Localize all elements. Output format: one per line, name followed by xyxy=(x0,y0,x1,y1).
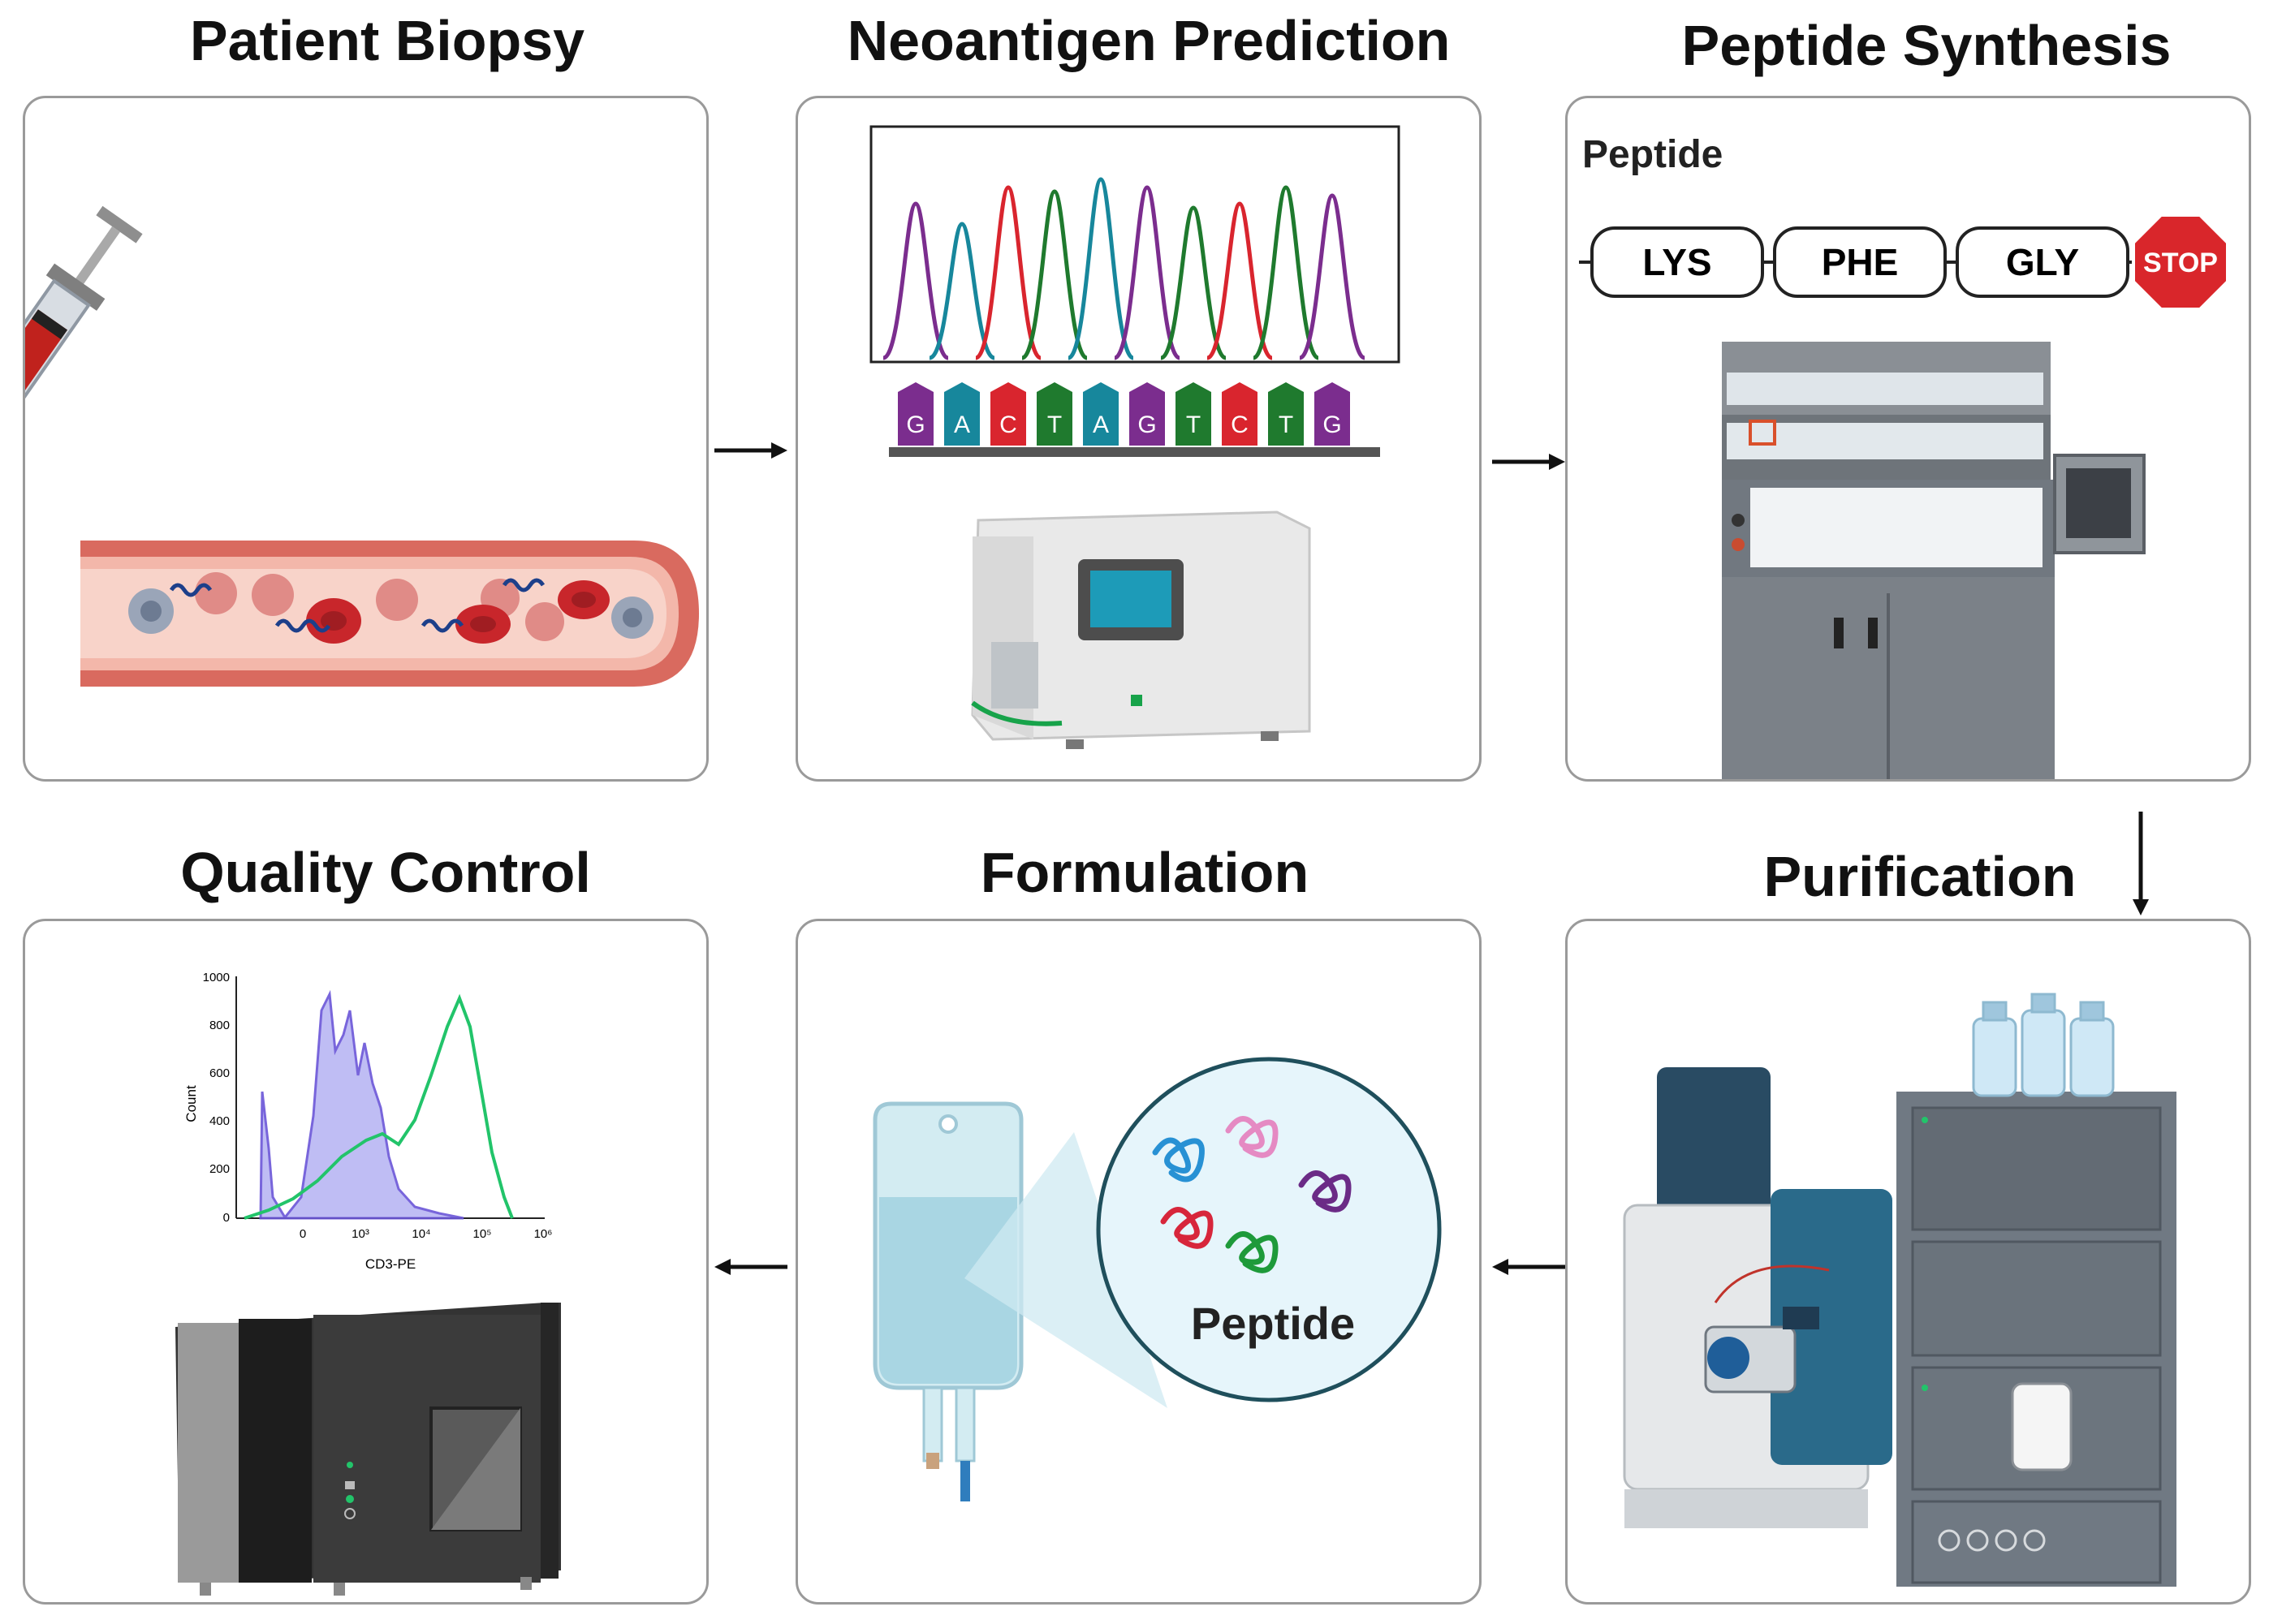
arrow-formulation-to-qc xyxy=(714,1259,787,1275)
base-letter: G xyxy=(1322,411,1341,438)
stop-label: STOP xyxy=(2143,248,2218,278)
base-letter: T xyxy=(1279,411,1293,438)
svg-text:0: 0 xyxy=(300,1227,306,1241)
base-letter: C xyxy=(999,411,1017,438)
chromatogram-peak xyxy=(1067,177,1135,360)
chromatogram-peak xyxy=(974,185,1042,360)
base-letter: G xyxy=(906,411,925,438)
svg-text:800: 800 xyxy=(209,1019,230,1032)
base-tag: T xyxy=(1037,382,1072,446)
step-title-purification: Purification xyxy=(1763,845,2077,908)
synthesis-illustration: LYS PHE GLY STOP xyxy=(1579,213,2229,779)
purification-illustration xyxy=(1623,993,2176,1587)
biopsy-illustration xyxy=(25,205,699,687)
chromatogram-peaks xyxy=(882,177,1366,360)
base-tag: T xyxy=(1175,382,1211,446)
iv-bag-icon xyxy=(873,1101,1024,1501)
chromatogram-peak xyxy=(882,201,950,360)
hplc-system-icon xyxy=(1896,1092,2176,1587)
base-letter: G xyxy=(1137,411,1156,438)
residue-phe: PHE xyxy=(1773,226,1947,298)
x-tick-labels: 0 10³ 10⁴ 10⁵ 10⁶ xyxy=(300,1227,553,1241)
base-tag: T xyxy=(1268,382,1304,446)
y-axis-label: Count xyxy=(183,1085,199,1122)
svg-text:10³: 10³ xyxy=(352,1227,369,1241)
x-axis-label: CD3-PE xyxy=(365,1256,416,1272)
panel-quality-control: 1000 800 600 400 200 0 0 10³ 10⁴ 10⁵ 10⁶… xyxy=(23,919,709,1605)
arrow-prediction-to-synthesis xyxy=(1492,454,1565,470)
syringe-icon xyxy=(25,205,143,434)
arrow-biopsy-to-prediction xyxy=(714,442,787,459)
qc-illustration: 1000 800 600 400 200 0 0 10³ 10⁴ 10⁵ 10⁶… xyxy=(175,971,561,1596)
peptide-label: Peptide xyxy=(1582,133,1723,176)
base-tag: C xyxy=(1222,382,1257,446)
formulation-illustration: Peptide xyxy=(873,1057,1442,1501)
base-tag: G xyxy=(1129,382,1165,446)
y-tick-labels: 1000 800 600 400 200 0 xyxy=(203,971,230,1225)
peptide-label: Peptide xyxy=(1191,1298,1355,1349)
peptide-synthesizer-icon xyxy=(1722,342,2146,779)
svg-text:400: 400 xyxy=(209,1114,230,1128)
svg-text:10⁶: 10⁶ xyxy=(534,1227,553,1241)
panel-peptide-synthesis: Peptide LYS PHE GLY STOP xyxy=(1565,96,2251,782)
solvent-bottles-icon xyxy=(1972,993,2115,1097)
mass-spectrometer-icon xyxy=(1623,1067,1892,1528)
step-title-quality-control: Quality Control xyxy=(180,841,591,904)
step-title-formulation: Formulation xyxy=(980,841,1309,904)
residue-label: PHE xyxy=(1822,241,1899,283)
svg-text:600: 600 xyxy=(209,1066,230,1080)
histogram-unstained xyxy=(259,989,464,1220)
chromatogram-peak xyxy=(1252,185,1320,360)
svg-text:10⁵: 10⁵ xyxy=(473,1227,492,1241)
chromatogram-peak xyxy=(1298,193,1366,360)
histogram-stained xyxy=(244,993,514,1220)
stop-sign-icon: STOP xyxy=(2132,213,2229,311)
peptide-coil-icon xyxy=(1152,1116,1352,1273)
panel-patient-biopsy xyxy=(23,96,709,782)
base-letter: T xyxy=(1047,411,1062,438)
svg-text:0: 0 xyxy=(223,1211,230,1225)
flow-cytometer-icon xyxy=(175,1303,561,1596)
white-blood-cell-icon xyxy=(128,588,654,639)
chromatogram-peak xyxy=(1113,185,1181,360)
panel-formulation: Peptide xyxy=(796,919,1482,1605)
step-title-neoantigen-prediction: Neoantigen Prediction xyxy=(847,9,1451,72)
chromatogram-peak xyxy=(1159,205,1227,360)
svg-text:1000: 1000 xyxy=(203,971,230,984)
magnify-beam xyxy=(964,1132,1167,1408)
arrow-synthesis-to-purification xyxy=(2133,812,2149,915)
base-tag: G xyxy=(1314,382,1350,446)
red-blood-cell-icon xyxy=(306,580,610,644)
sequence-baseline xyxy=(889,447,1380,457)
step-title-patient-biopsy: Patient Biopsy xyxy=(189,9,585,72)
base-letter: T xyxy=(1186,411,1201,438)
base-tag: A xyxy=(944,382,980,446)
chromatogram-peak xyxy=(1020,189,1089,360)
residue-label: LYS xyxy=(1642,241,1711,283)
flow-histogram-chart: 1000 800 600 400 200 0 0 10³ 10⁴ 10⁵ 10⁶… xyxy=(183,971,552,1272)
base-letter: A xyxy=(1093,411,1109,438)
residue-gly: GLY xyxy=(1956,226,2129,298)
panel-purification xyxy=(1565,919,2251,1605)
step-title-peptide-synthesis: Peptide Synthesis xyxy=(1681,14,2172,77)
arrow-purification-to-formulation xyxy=(1492,1259,1565,1275)
base-tag: C xyxy=(990,382,1026,446)
sequencer-machine-icon xyxy=(971,510,1311,749)
cfdna-strand-icon xyxy=(169,578,546,633)
base-letter: A xyxy=(954,411,970,438)
base-letter: C xyxy=(1231,411,1249,438)
residue-label: GLY xyxy=(2006,241,2079,283)
base-tag: A xyxy=(1083,382,1119,446)
chromatogram-peak xyxy=(1206,201,1274,360)
chromatogram-peak xyxy=(928,222,996,360)
peptide-zoom-circle: Peptide xyxy=(1096,1057,1442,1402)
residue-lys: LYS xyxy=(1590,226,1764,298)
svg-text:200: 200 xyxy=(209,1162,230,1176)
base-tag: G xyxy=(898,382,934,446)
svg-text:10⁴: 10⁴ xyxy=(412,1227,430,1241)
